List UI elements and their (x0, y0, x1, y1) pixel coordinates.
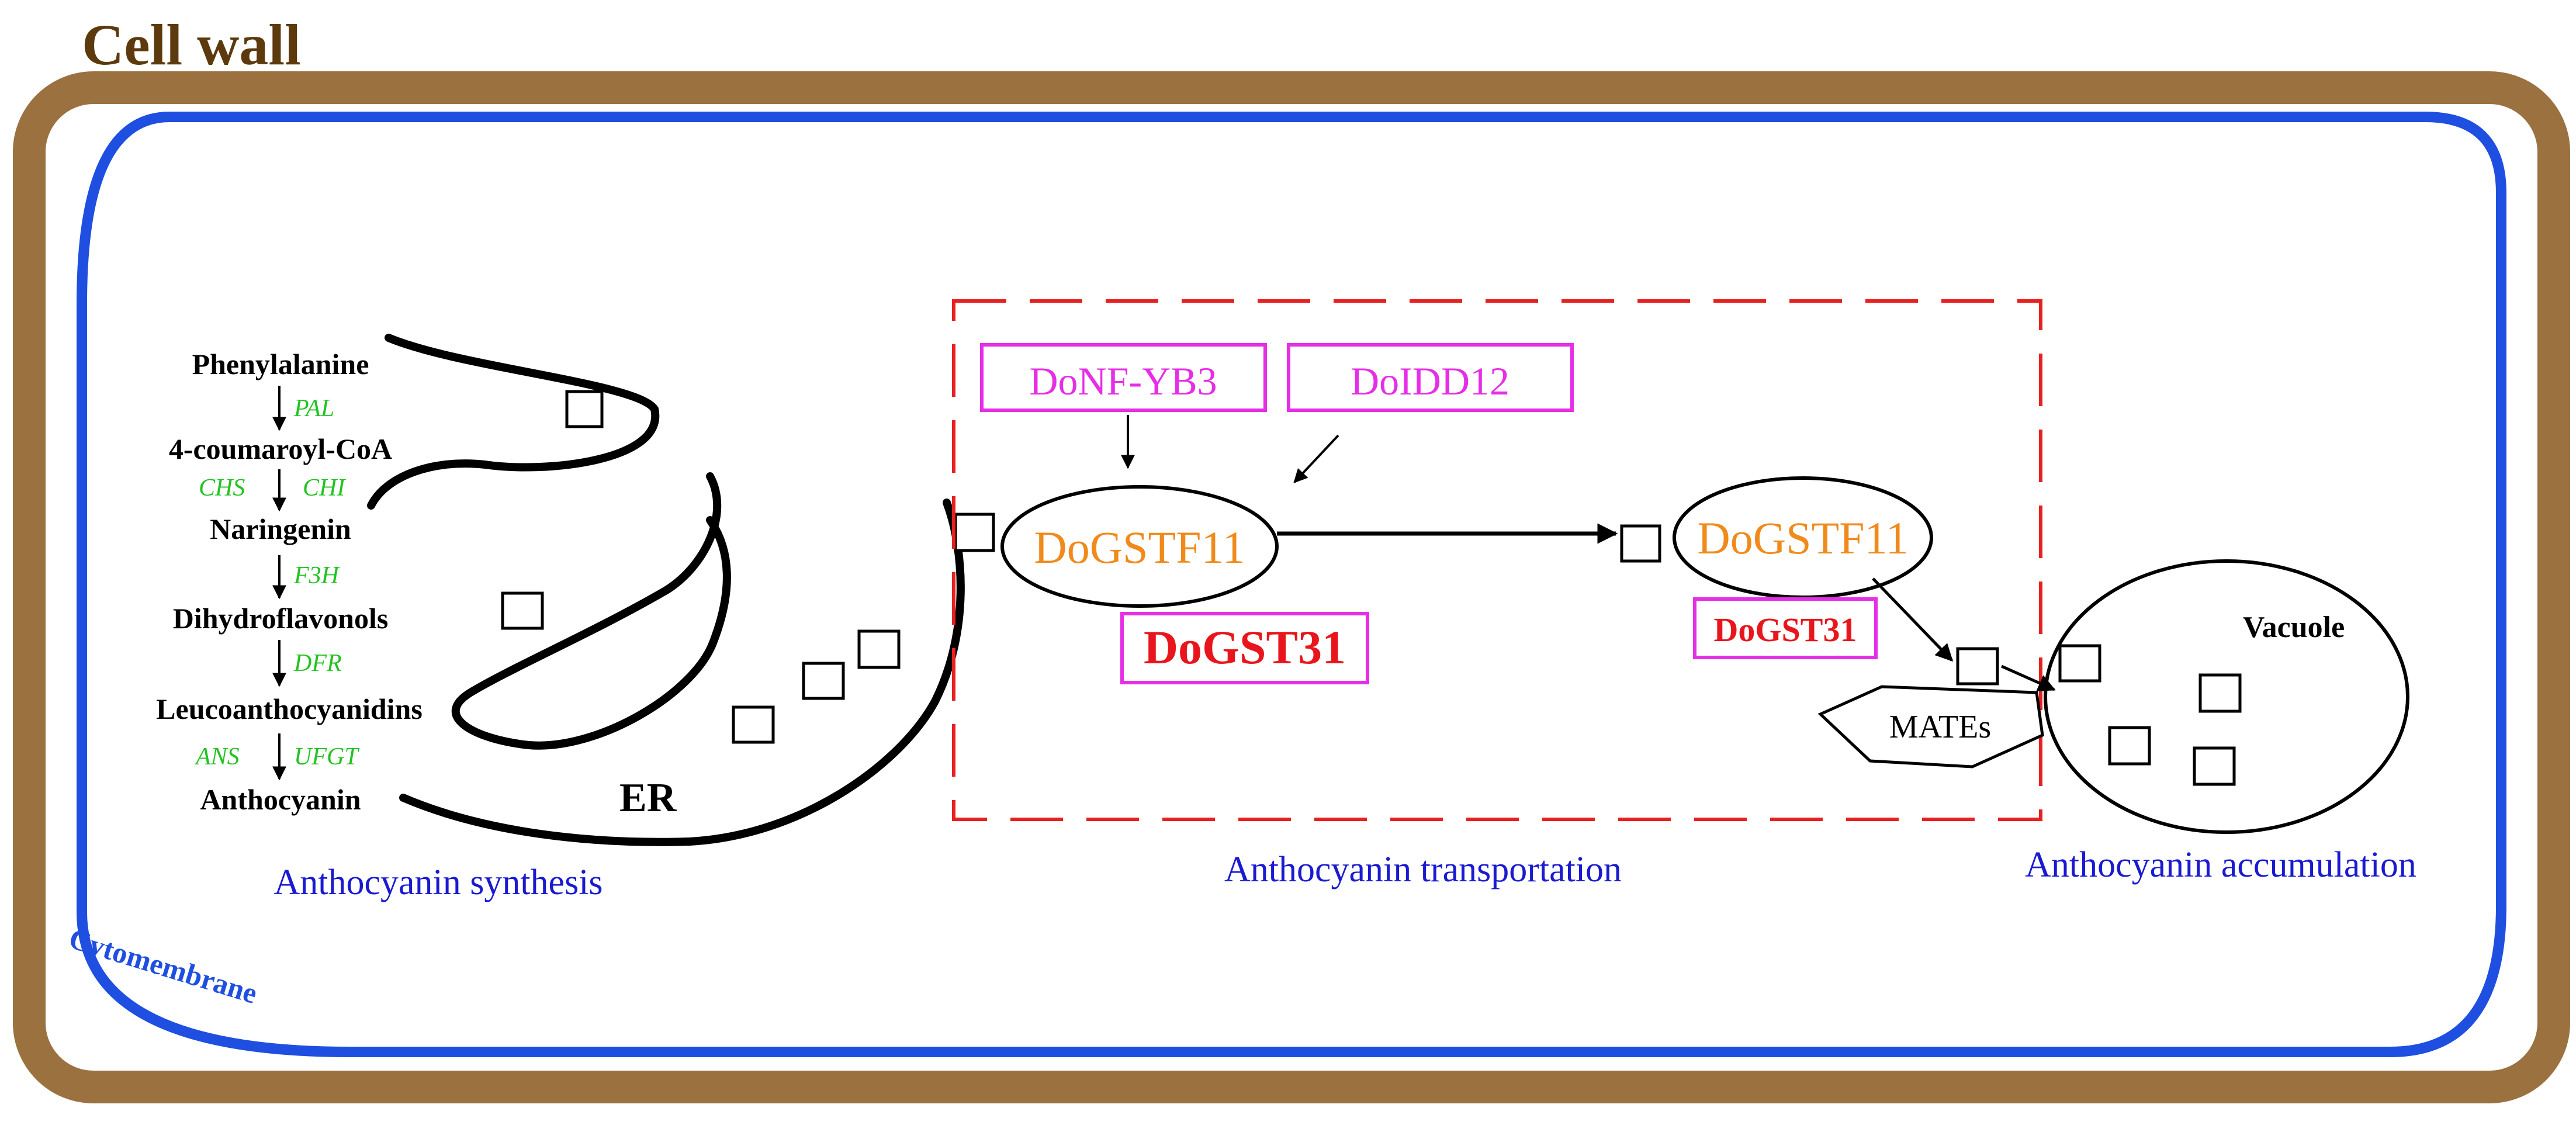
compound-dihydroflavonols: Dihydroflavonols (173, 602, 389, 635)
nf-yb3-label: DoNF-YB3 (1029, 359, 1217, 403)
anthocyanin-square (802, 662, 845, 700)
section-label-transportation: Anthocyanin transportation (1224, 850, 1622, 889)
transport-region (952, 299, 2042, 821)
anthocyanin-square (565, 390, 604, 428)
gstf11-label-left: DoGSTF11 (1034, 522, 1245, 573)
cytomembrane (77, 112, 2506, 1057)
compound-anthocyanin: Anthocyanin (200, 783, 361, 816)
section-label-accumulation: Anthocyanin accumulation (2025, 845, 2416, 885)
nf-yb3-box (980, 343, 1267, 412)
idd12-label: DoIDD12 (1351, 359, 1509, 403)
mates-label: MATEs (1889, 709, 1991, 745)
compound-4-coumaroyl-coa: 4-coumaroyl-CoA (169, 432, 392, 465)
section-label-synthesis: Anthocyanin synthesis (273, 863, 603, 902)
compound-leucoanthocyanidins: Leucoanthocyanidins (156, 693, 423, 725)
gstf11-ellipse-left (1000, 485, 1279, 608)
enzyme-chi: CHI (303, 475, 346, 501)
anthocyanin-square (857, 629, 901, 669)
anthocyanin-square (2198, 673, 2242, 713)
anthocyanin-square (2108, 726, 2151, 766)
enzyme-f3h: F3H (293, 562, 341, 589)
regulation-arrow-idd12 (1293, 434, 1339, 483)
compound-phenylalanine: Phenylalanine (192, 348, 369, 380)
enzyme-chs: CHS (199, 475, 245, 501)
cell-wall (13, 71, 2570, 1103)
anthocyanin-square (732, 705, 775, 744)
anthocyanin-square (2193, 746, 2236, 786)
gst31-box-left (1120, 612, 1369, 684)
vacuole (2044, 559, 2409, 834)
er-membrane (367, 334, 965, 846)
gst31-label-left: DoGST31 (1144, 621, 1346, 674)
anthocyanin-molecules (501, 390, 2242, 786)
cell-wall-title: Cell wall (82, 12, 301, 77)
gstf11-label-right: DoGSTF11 (1697, 513, 1908, 563)
enzyme-dfr: DFR (293, 650, 342, 677)
enzyme-ans: ANS (194, 743, 240, 770)
idd12-box (1287, 343, 1574, 412)
release-arrow (1872, 577, 1954, 662)
er-label: ER (619, 776, 677, 821)
anthocyanin-square (2058, 644, 2101, 683)
anthocyanin-square (1956, 647, 1999, 686)
enzyme-pal: PAL (293, 395, 334, 422)
anthocyanin-square (501, 591, 544, 630)
gst31-box-right (1693, 597, 1878, 659)
enzyme-ufgt: UFGT (294, 743, 359, 770)
mates-transporter (1817, 685, 2044, 769)
compound-naringenin: Naringenin (210, 513, 351, 545)
anthocyanin-square (954, 513, 995, 552)
gst31-label-right: DoGST31 (1714, 611, 1857, 649)
anthocyanin-square (1620, 524, 1661, 563)
vacuole-label: Vacuole (2243, 611, 2345, 644)
